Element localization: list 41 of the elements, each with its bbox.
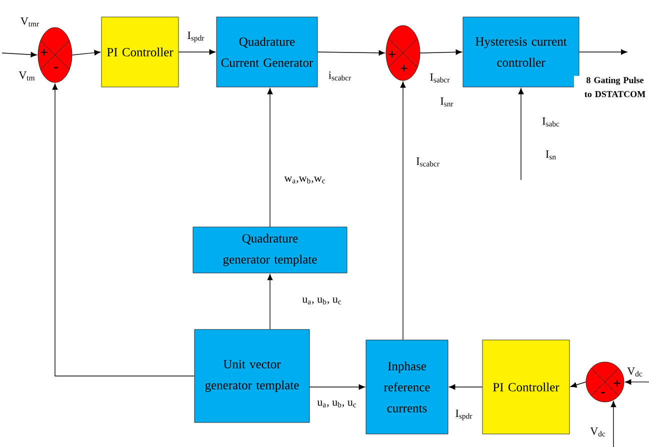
arrow: [178, 49, 216, 55]
block-box: PI Controller: [101, 16, 179, 88]
arrow: [72, 50, 100, 56]
signal-label: I$_{sabc}$: [542, 118, 560, 126]
arrow: [625, 379, 649, 385]
block-box: Quadrature generator template: [192, 226, 348, 274]
signal-label: I$_{sn}$: [546, 150, 556, 160]
arrow: [309, 384, 365, 390]
signal-label: I$_{sabcr}$: [430, 74, 450, 82]
arrow: [2, 52, 37, 58]
block-box: Inphase reference currents: [366, 340, 448, 434]
edge-label: u$_{a}$, u$_{b}$, u$_{c}$: [316, 400, 358, 408]
edge-label: w$_{a}$,w$_{b}$,w$_{c}$: [283, 176, 327, 184]
arrow: [449, 384, 483, 390]
arrow: [267, 88, 273, 228]
arrow: [267, 274, 273, 330]
edge-label: I$_{spdr}$: [186, 30, 206, 44]
arrow: [518, 88, 524, 180]
arrow: [420, 49, 462, 55]
edge-label: V$_{tm}$: [18, 70, 36, 82]
arrow: [570, 382, 586, 388]
edge-label: i$_{scabcr}$: [327, 70, 353, 82]
arrow: [400, 82, 406, 340]
arrow: [52, 84, 195, 376]
edge-label: V$_{dc}$: [589, 426, 607, 438]
block-box: Hysteresis current controller: [462, 16, 580, 88]
edge-label: V$_{tmr}$: [19, 16, 41, 28]
block-box: Quadrature Current Generator: [216, 16, 318, 88]
block-box: PI Controller: [482, 340, 570, 434]
arrow: [317, 50, 385, 56]
summing-junction: + -: [38, 27, 72, 83]
signal-label: I$_{snr}$: [440, 98, 454, 106]
edge-label: u$_{a}$, u$_{b}$, u$_{c}$: [301, 296, 343, 306]
summing-junction: + +: [386, 25, 420, 81]
arrow: [578, 49, 628, 55]
summing-junction: + -: [586, 362, 624, 402]
edge-label: I$_{spdr}$: [454, 408, 474, 422]
block-box: Unit vector generator template: [194, 329, 310, 423]
arrow: [610, 401, 616, 447]
edge-label: I$_{scabcr}$: [415, 156, 441, 168]
edge-label: V$_{dc}$: [626, 366, 644, 378]
